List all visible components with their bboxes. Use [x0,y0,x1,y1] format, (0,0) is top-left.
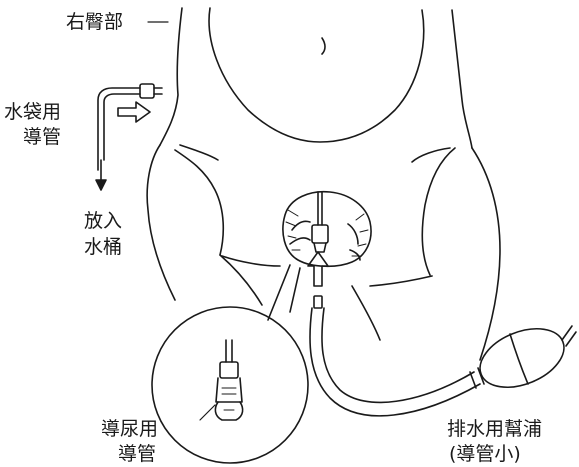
catheter-connector [311,224,329,244]
label-into-bucket-line1: 放入 [84,210,123,232]
leader-lines [147,21,216,421]
perineum-fold-right [347,223,361,261]
perineum-shading-right [351,213,369,257]
leader-urinary-catheter [199,404,216,421]
drain-pump [469,325,577,389]
magnified-connector-top [219,361,239,379]
torso-right-edge [451,9,473,149]
water-bag-tube-line-b [103,93,141,161]
pump-bulb [479,327,565,389]
magnified-connector-body [215,377,243,403]
pump-outlet [561,325,577,347]
catheter-connector-neck [313,242,327,253]
drain-tube-outer [309,307,481,417]
right-pointing-arrow [117,101,151,123]
label-urinary-catheter-line2: 導管 [118,443,157,465]
label-drain-pump-line1: 排水用幫浦 [447,418,543,440]
catheter-tube-upper [317,191,323,226]
water-bag-tube-tip [153,87,163,95]
magnified-catheter-tube [225,339,233,363]
label-right-buttock: 右臀部 [66,11,124,33]
pump-collar [469,367,485,389]
magnifier [151,264,309,464]
magnified-connector-clamp [214,401,244,421]
label-water-bag-tube-line1: 水袋用 [4,101,62,123]
label-urinary-catheter-line1: 導尿用 [101,418,159,440]
urinary-catheter-installed [311,191,329,253]
down-pointing-arrowhead [95,179,107,191]
right-leg-lower [351,285,381,341]
magnifier-pointer [267,264,301,321]
magnifier-circle [151,306,309,464]
right-thigh-fold [411,147,451,163]
left-thigh-inner [174,149,225,256]
perineum-area [282,190,372,268]
label-drain-pump-line2: (導管小) [449,443,521,465]
up-arrow [307,251,329,287]
waist-curve [208,7,425,143]
drain-tube-inner [321,307,475,404]
label-water-bag-tube-line2: 導管 [23,126,62,148]
left-thigh-top [146,144,176,301]
left-groin [221,255,281,267]
water-bag-tube-connector [139,83,155,99]
drain-tube-tip [313,295,323,309]
right-groin [369,275,433,287]
drain-tube [309,295,481,417]
up-arrow-outline [307,251,329,287]
right-thigh-top [471,147,501,361]
perineum-shading-left [285,209,301,251]
water-bag-tube [95,83,163,191]
perineum-fold-left [289,220,311,245]
magnified-connector-detail [221,387,237,411]
left-leg-lower [219,254,263,306]
right-thigh-inner [421,147,456,276]
navel [321,37,326,55]
body-outline [146,7,501,361]
pump-seam [509,333,529,385]
water-bag-tube-line-a [97,87,141,171]
torso-left-edge [159,7,183,146]
label-into-bucket-line2: 水桶 [84,236,123,258]
left-thigh-fold [179,144,219,161]
perineum-outline [282,190,372,268]
